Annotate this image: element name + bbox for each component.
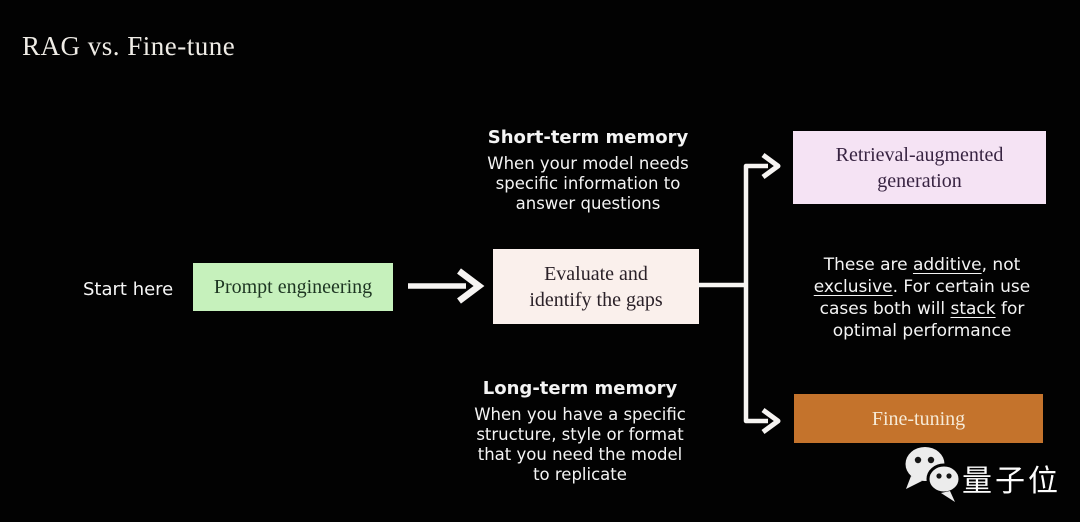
- qubit-watermark: 量子位: [898, 443, 1068, 513]
- wechat-icon: [905, 447, 962, 502]
- prompt-engineering-box: Prompt engineering: [193, 263, 393, 311]
- fine-tuning-label: Fine-tuning: [871, 407, 966, 430]
- short-term-memory-note: Short-term memory When your model needs …: [453, 127, 723, 214]
- fine-tuning-box: Fine-tuning: [794, 394, 1043, 443]
- evaluate-gaps-box: Evaluate and identify the gaps: [493, 249, 699, 324]
- prompt-engineering-label: Prompt engineering: [213, 276, 373, 298]
- prompt-to-evaluate-arrow: [408, 268, 485, 304]
- page-title: RAG vs. Fine-tune: [22, 31, 236, 61]
- short-term-memory-body: When your model needs specific informati…: [487, 154, 689, 213]
- retrieval-augmented-generation-box: Retrieval-augmented generation: [793, 131, 1046, 204]
- evaluate-gaps-label: Evaluate and identify the gaps: [529, 262, 663, 311]
- short-term-memory-title: Short-term memory: [487, 127, 689, 148]
- qubit-watermark-text: 量子位: [962, 464, 1061, 499]
- retrieval-augmented-generation-label: Retrieval-augmented generation: [835, 143, 1004, 192]
- long-term-memory-title: Long-term memory: [482, 378, 678, 399]
- long-term-memory-body: When you have a specific structure, styl…: [474, 405, 686, 484]
- long-term-memory-note: Long-term memory When you have a specifi…: [445, 378, 715, 485]
- start-here-label: Start here: [83, 278, 174, 300]
